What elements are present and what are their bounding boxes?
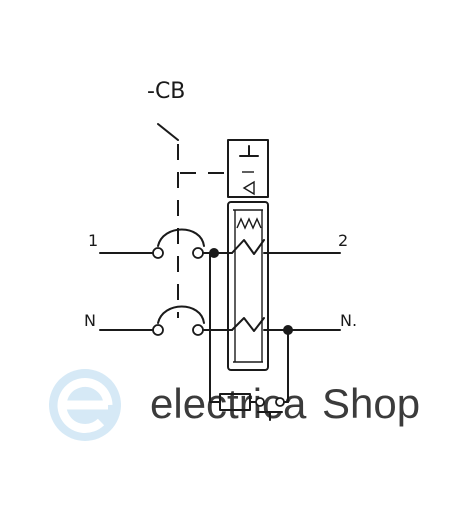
- phase-main-contact: [157, 228, 205, 247]
- neutral-conductor: [99, 305, 341, 336]
- neutral-main-contact: [157, 305, 205, 324]
- neutral-contact-fixed-terminal: [152, 324, 164, 336]
- transformer-body: [227, 201, 269, 371]
- phase-contact-moving-terminal: [192, 247, 204, 259]
- test-circuit: [209, 252, 289, 421]
- current-transformer: [227, 201, 269, 371]
- delta-i-symbol: [242, 180, 255, 196]
- terminal-label-line-in: 1: [88, 231, 98, 250]
- neutral-winding: [231, 317, 265, 332]
- terminal-label-neutral-out: N.: [340, 311, 357, 330]
- phase-contact-fixed-terminal: [152, 247, 164, 259]
- watermark-e-logo-glyph: [57, 377, 113, 433]
- test-button-contact-right: [275, 397, 285, 407]
- secondary-winding-icon: [236, 217, 262, 230]
- neutral-contact-moving-terminal: [192, 324, 204, 336]
- phase-conductor: [99, 228, 341, 259]
- terminal-label-line-out: 2: [338, 231, 348, 250]
- phase-winding: [231, 239, 265, 255]
- watermark: electrica Shop: [49, 369, 420, 441]
- operating-handle: [157, 123, 179, 141]
- terminal-label-neutral-in: N: [84, 311, 96, 330]
- test-button-contact-left: [255, 397, 265, 407]
- device-designation-label: -CB: [147, 79, 185, 104]
- residual-current-trip-unit: [227, 139, 269, 198]
- trip-relay-box: [227, 139, 269, 198]
- watermark-brand-dark: Shop: [322, 380, 420, 427]
